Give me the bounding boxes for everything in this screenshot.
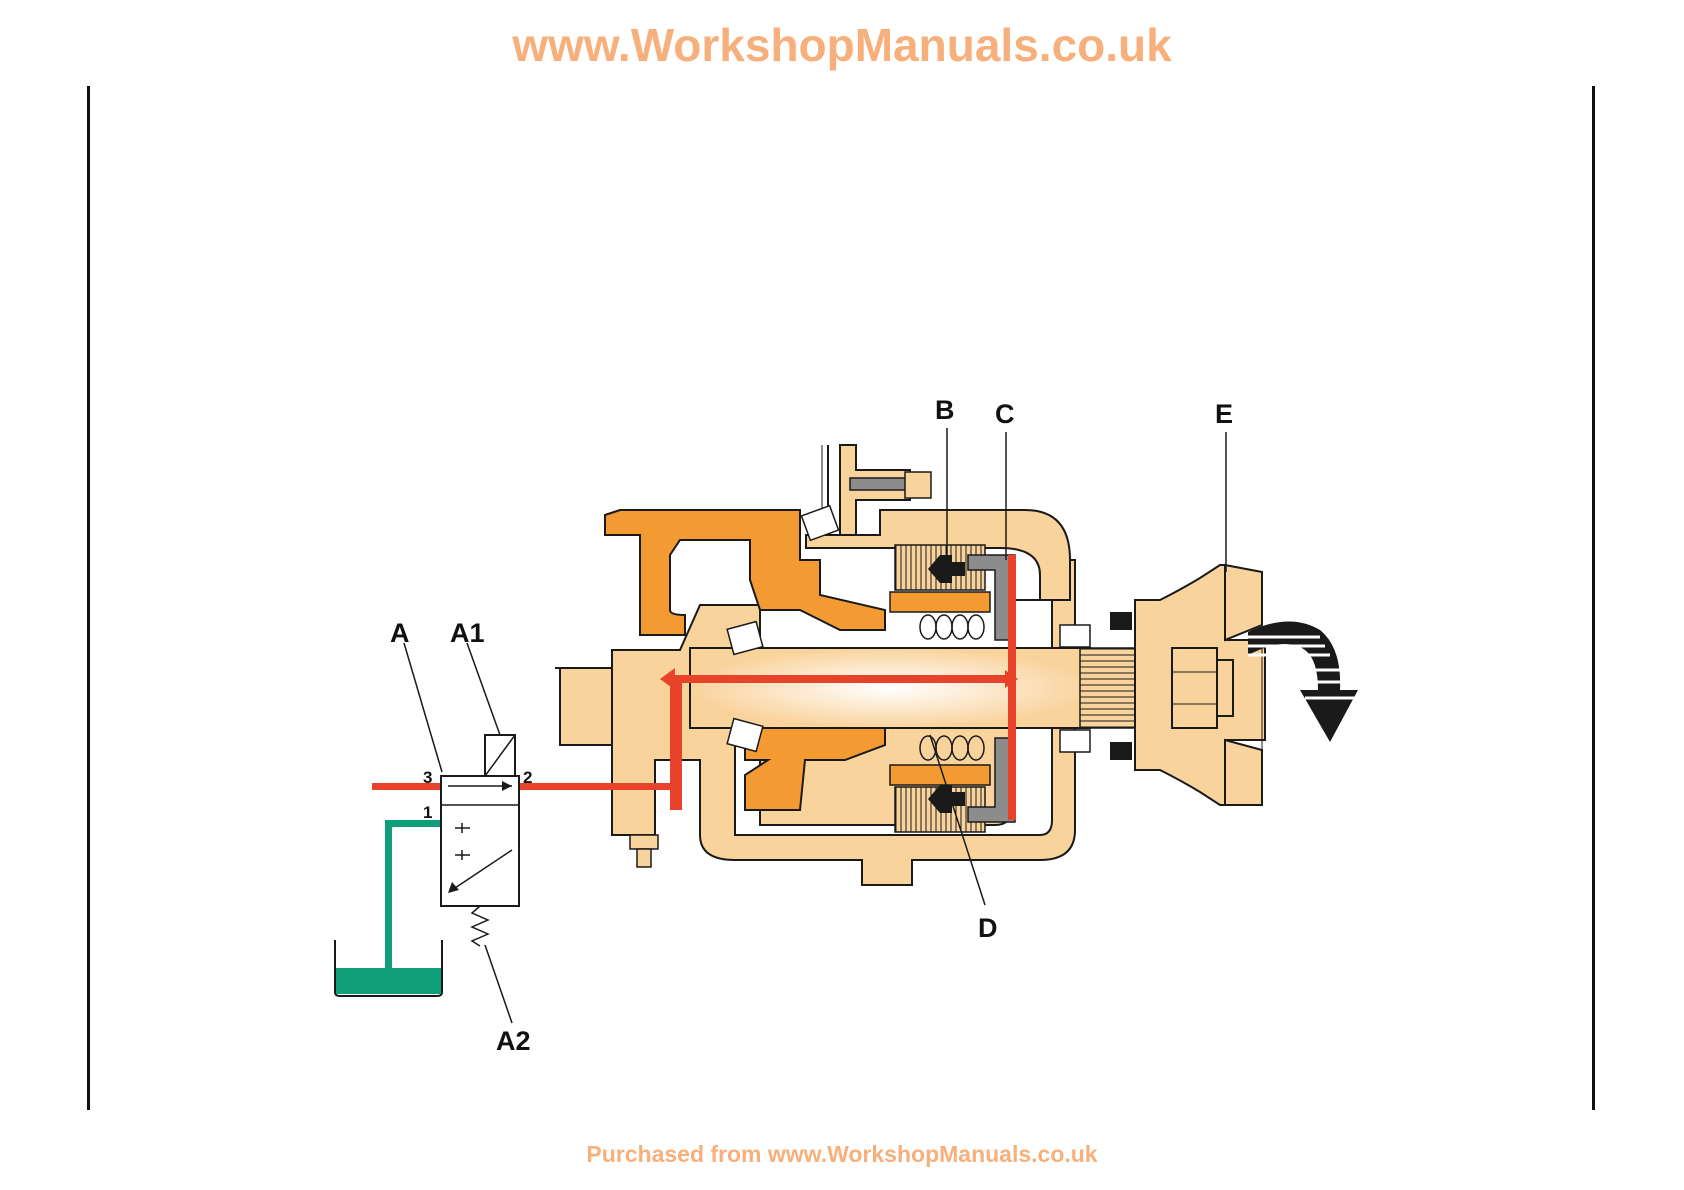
label-c: C bbox=[995, 399, 1015, 429]
port-1-label: 1 bbox=[423, 803, 432, 822]
purchase-footer-note: Purchased from www.WorkshopManuals.co.uk bbox=[0, 1141, 1684, 1168]
label-d: D bbox=[978, 913, 998, 943]
solenoid-valve bbox=[441, 735, 519, 946]
port-3-label: 3 bbox=[423, 768, 432, 787]
oil-return-circuit bbox=[335, 820, 442, 996]
label-b: B bbox=[935, 395, 955, 425]
output-flange bbox=[1135, 565, 1265, 805]
port-2-label: 2 bbox=[523, 768, 532, 787]
label-a: A bbox=[390, 618, 410, 648]
label-a2: A2 bbox=[496, 1026, 531, 1056]
label-e: E bbox=[1215, 399, 1233, 429]
label-a1: A1 bbox=[450, 618, 485, 648]
input-shaft bbox=[690, 648, 1172, 728]
